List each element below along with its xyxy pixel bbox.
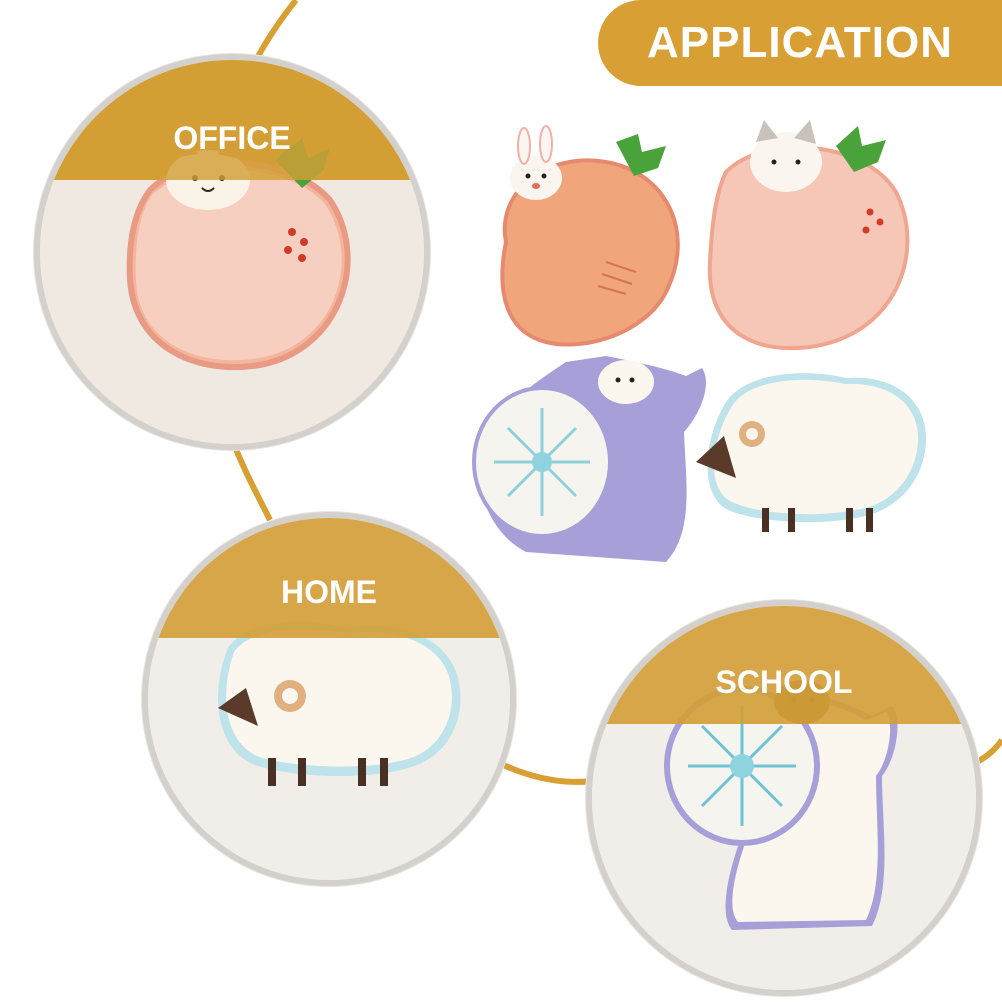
scene-label-home: HOME — [281, 574, 377, 610]
sheep-note-photo — [148, 622, 510, 880]
scene-band — [592, 606, 976, 724]
banner-title: APPLICATION — [647, 18, 953, 67]
scene-band — [148, 518, 510, 638]
home-scene: HOME — [142, 512, 516, 886]
sheep-note — [696, 373, 927, 532]
polar-bear-note — [472, 356, 706, 562]
rabbit-carrot-note — [500, 125, 680, 347]
cat-strawberry-note — [707, 120, 910, 351]
scene-label-office: OFFICE — [173, 120, 291, 156]
school-scene: SCHOOL — [586, 600, 982, 996]
scene-label-school: SCHOOL — [715, 664, 853, 700]
polar-bear-note-photo — [592, 680, 976, 990]
office-scene: OFFICE — [34, 54, 430, 450]
product-showcase — [472, 120, 927, 562]
scene-band-overlay — [40, 60, 424, 180]
application-banner: APPLICATION — [598, 0, 1002, 86]
